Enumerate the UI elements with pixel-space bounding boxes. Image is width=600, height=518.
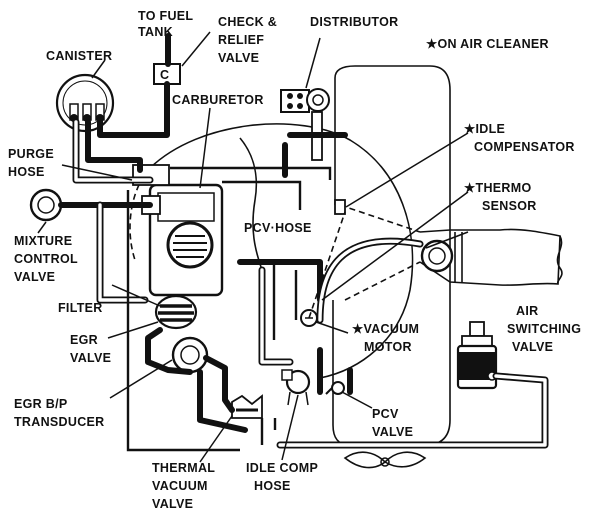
label-canister: CANISTER (46, 49, 112, 63)
label-idle-comp-hose-2: HOSE (254, 479, 291, 493)
egr-bp-transducer (171, 336, 209, 374)
pcv-valve (325, 381, 345, 395)
label-tvv-3: VALVE (152, 497, 193, 511)
canister (55, 73, 115, 133)
label-asv-1: AIR (516, 304, 538, 318)
label-idle-comp-2: COMPENSATOR (474, 140, 575, 154)
label-on-air-cleaner: ★ON AIR CLEANER (426, 37, 549, 51)
thermal-vacuum-valve (231, 394, 263, 419)
air-cleaner-outline (129, 123, 421, 379)
label-purge-2: HOSE (8, 165, 45, 179)
label-mcv-3: VALVE (14, 270, 55, 284)
label-pcv-hose: PCV·HOSE (244, 221, 312, 235)
labels: TO FUEL TANK CHECK & RELIEF VALVE DISTRI… (8, 9, 581, 511)
label-filter: FILTER (58, 301, 103, 315)
label-check-relief-2: RELIEF (218, 33, 264, 47)
label-mcv-2: CONTROL (14, 252, 78, 266)
label-to-fuel-line2: TANK (138, 25, 173, 39)
label-idle-comp-1: ★IDLE (464, 122, 505, 136)
cooling-fan (343, 451, 427, 469)
thermo-sensor (420, 239, 454, 273)
air-switching-valve (456, 321, 498, 390)
label-check-relief-3: VALVE (218, 51, 259, 65)
label-asv-2: SWITCHING (507, 322, 581, 336)
mixture-control-valve (29, 188, 63, 222)
label-egr-bp-1: EGR B/P (14, 397, 68, 411)
label-vacuum-motor-2: MOTOR (364, 340, 412, 354)
label-mcv-1: MIXTURE (14, 234, 72, 248)
label-thermo-2: SENSOR (482, 199, 537, 213)
label-check-relief-1: CHECK & (218, 15, 277, 29)
label-carburetor: CARBURETOR (172, 93, 264, 107)
egr-valve (154, 294, 198, 330)
label-asv-3: VALVE (512, 340, 553, 354)
label-egr-valve-2: VALVE (70, 351, 111, 365)
leader-lines (37, 31, 469, 463)
idle-comp-fitting (281, 369, 311, 406)
check-valve-mark: C (160, 68, 169, 82)
label-egr-valve-1: EGR (70, 333, 98, 347)
label-distributor: DISTRIBUTOR (310, 15, 399, 29)
label-tvv-2: VACUUM (152, 479, 208, 493)
label-pcv-valve-2: VALVE (372, 425, 413, 439)
hoses (58, 33, 549, 452)
label-to-fuel-line1: TO FUEL (138, 9, 193, 23)
air-intake-snorkel (419, 228, 563, 286)
label-egr-bp-2: TRANSDUCER (14, 415, 105, 429)
label-tvv-1: THERMAL (152, 461, 215, 475)
idle-compensator (334, 199, 346, 215)
carburetor (132, 164, 224, 297)
label-thermo-1: ★THERMO (464, 181, 531, 195)
label-pcv-valve-1: PCV (372, 407, 399, 421)
label-vacuum-motor-1: ★VACUUM (352, 322, 419, 336)
label-purge-1: PURGE (8, 147, 54, 161)
label-idle-comp-hose-1: IDLE COMP (246, 461, 318, 475)
